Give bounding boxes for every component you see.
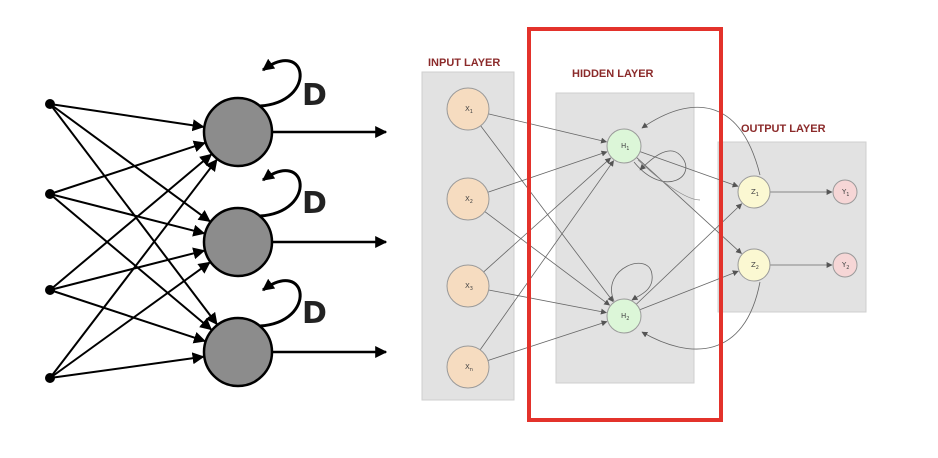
- left-neurons: [202, 96, 274, 388]
- output-layer-label: OUTPUT LAYER: [741, 123, 826, 135]
- left-labels: D D D: [302, 78, 327, 331]
- hidden-layer-highlight-box: [527, 27, 723, 422]
- input-node-3-label: X3: [465, 282, 473, 292]
- hidden-self-loop-1: [633, 150, 687, 183]
- left-edge-3-1: [49, 153, 213, 291]
- feedback-label-1: D: [302, 78, 327, 113]
- left-edge-1-2: [49, 103, 211, 223]
- final-node-1-label-sub: 1: [846, 192, 849, 198]
- input-node-1: [446, 87, 490, 131]
- right-network: INPUT LAYER HIDDEN LAYER OUTPUT LAYER X1…: [421, 27, 867, 422]
- input-node-2-label-sub: 2: [470, 199, 473, 205]
- final-node-2-label-sub: 2: [846, 265, 849, 271]
- feedback-z2-h2: [641, 281, 761, 350]
- left-outputs: [272, 126, 388, 358]
- output-layer-panel: [717, 141, 867, 313]
- output-node-2: [737, 248, 771, 282]
- left-edge-1-3: [49, 103, 218, 326]
- left-edge-1-1: [49, 103, 205, 132]
- input-node-1-label-main: X: [465, 105, 470, 113]
- right-edges: [479, 107, 833, 361]
- hidden-self-loop-2: [611, 263, 653, 302]
- input-node-2-label: X2: [465, 195, 473, 205]
- input-node-2-label-main: X: [465, 195, 470, 203]
- feedback-label-3: D: [302, 296, 327, 331]
- edge-x1-h1: [488, 113, 608, 144]
- edge-h1-z2: [636, 157, 742, 254]
- left-input-node-4: [45, 373, 55, 383]
- left-edge-4-3: [49, 352, 205, 379]
- edge-x2-h1: [487, 150, 608, 193]
- output-node-2-label-main: Z: [751, 261, 756, 269]
- input-node-4-label: Xn: [465, 363, 473, 373]
- feedback-loop-2: [259, 168, 302, 218]
- hidden-node-2-label-main: H: [621, 312, 626, 320]
- left-edge-4-2: [49, 261, 211, 379]
- left-input-node-1: [45, 99, 55, 109]
- left-edge-2-2: [49, 193, 206, 237]
- input-node-4-label-main: X: [465, 363, 470, 371]
- left-input-node-2: [45, 189, 55, 199]
- hidden-node-1-label: H1: [621, 142, 629, 152]
- input-node-2: [446, 177, 490, 221]
- output-node-1: [737, 175, 771, 209]
- input-node-1-label-sub: 1: [470, 109, 473, 115]
- left-edges: [49, 103, 218, 379]
- left-network: D D D: [45, 58, 388, 388]
- output-node-2-label: Z2: [751, 261, 759, 271]
- output-node-1-label-sub: 1: [756, 192, 759, 198]
- final-node-2-label-main: Y: [841, 261, 847, 269]
- hidden-connector: [637, 159, 701, 201]
- left-inputs: [45, 99, 55, 383]
- neuron-1: [202, 96, 274, 168]
- output-node-2-label-sub: 2: [756, 265, 759, 271]
- hidden-node-1-label-sub: 1: [626, 146, 629, 152]
- feedback-loop-1: [259, 58, 302, 108]
- left-edge-3-2: [49, 247, 206, 291]
- input-layer-label: INPUT LAYER: [428, 57, 500, 69]
- hidden-layer-label: HIDDEN LAYER: [572, 68, 654, 80]
- edge-x3-h2: [488, 289, 607, 315]
- hidden-node-2: [606, 298, 642, 334]
- feedback-loop-3: [259, 278, 302, 328]
- feedback-z1-h1: [641, 107, 761, 176]
- input-node-3-label-sub: 3: [470, 286, 473, 292]
- edge-x2-h2: [484, 211, 611, 306]
- edge-x4-h1: [479, 160, 614, 351]
- left-edge-3-3: [49, 289, 206, 344]
- input-node-1-label: X1: [465, 105, 473, 115]
- hidden-node-1: [606, 128, 642, 164]
- final-node-1: [832, 179, 858, 205]
- left-edge-4-1: [49, 158, 218, 379]
- output-node-1-label-main: Z: [751, 188, 756, 196]
- left-loops: [259, 58, 302, 328]
- edge-x4-h2: [487, 320, 608, 361]
- hidden-node-2-label: H2: [621, 312, 629, 322]
- final-node-1-label-main: Y: [841, 188, 847, 196]
- input-node-4: [446, 345, 490, 389]
- input-node-4-label-sub: n: [470, 367, 473, 373]
- edge-x3-h1: [483, 157, 612, 273]
- input-node-3: [446, 264, 490, 308]
- hidden-node-1-label-main: H: [621, 142, 626, 150]
- neuron-3: [202, 316, 274, 388]
- final-node-2: [832, 252, 858, 278]
- left-edge-2-3: [49, 193, 213, 331]
- final-node-1-label: Y1: [841, 188, 849, 198]
- final-node-2-label: Y2: [841, 261, 849, 271]
- output-node-1-label: Z1: [751, 188, 759, 198]
- neuron-2: [202, 206, 274, 278]
- left-input-node-3: [45, 285, 55, 295]
- hidden-node-2-label-sub: 2: [626, 316, 629, 322]
- edge-x1-h2: [480, 125, 614, 303]
- input-node-3-label-main: X: [465, 282, 470, 290]
- feedback-label-2: D: [302, 186, 327, 221]
- left-edge-2-1: [49, 140, 206, 195]
- edge-h2-z1: [636, 203, 743, 305]
